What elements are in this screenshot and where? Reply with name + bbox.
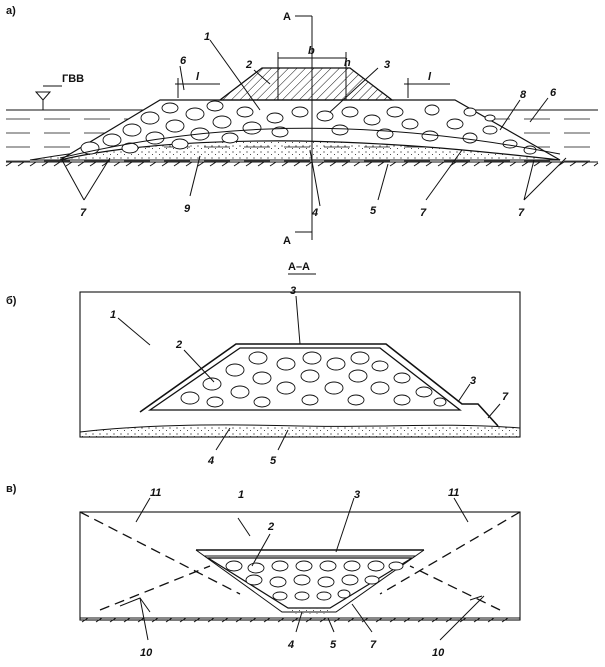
v-label-11-left: 11 <box>150 487 161 499</box>
v-dash-right-down <box>379 511 521 595</box>
b-label-3-right: 3 <box>470 375 476 387</box>
b-leader-1 <box>117 317 151 346</box>
label-2: 2 <box>245 59 252 71</box>
label-3: 3 <box>384 59 390 71</box>
panel-b-letter: б) <box>6 295 17 307</box>
label-6-left: 6 <box>180 55 187 67</box>
dim-h-label: h <box>344 57 351 69</box>
leader-6-left <box>179 65 185 91</box>
b-leader-2 <box>183 349 215 383</box>
label-9: 9 <box>184 203 191 215</box>
leader-1 <box>209 39 261 111</box>
v-sand-bed <box>288 608 330 614</box>
v-leader-2 <box>251 533 271 567</box>
leader-7-left <box>61 157 111 201</box>
leader-2 <box>253 69 271 85</box>
label-7-right: 7 <box>518 207 525 219</box>
panel-b: б) 1 2 3 3 4 <box>6 285 521 467</box>
filter-line <box>59 127 561 159</box>
b-label-7: 7 <box>502 391 509 403</box>
label-4: 4 <box>311 207 318 219</box>
v-leader-11-left <box>135 497 151 523</box>
leader-8 <box>499 99 521 131</box>
panel-a-letter: а) <box>6 5 16 17</box>
v-leader-10-right <box>439 595 485 641</box>
v-leader-10-left <box>139 597 149 641</box>
panel-a: а) <box>5 5 599 247</box>
panel-v: в) 1 2 <box>6 483 521 659</box>
dim-l-right-label: l <box>428 71 432 83</box>
section-a-top-label: А <box>283 11 291 23</box>
v-label-10-right: 10 <box>432 647 445 659</box>
v-label-5: 5 <box>330 639 337 651</box>
v-leader-7 <box>351 603 373 633</box>
label-5: 5 <box>370 205 377 217</box>
v-leader-4 <box>295 611 303 633</box>
v-label-2: 2 <box>267 521 274 533</box>
dam-crest <box>218 67 394 101</box>
v-label-1: 1 <box>238 489 244 501</box>
dim-l-left-label: l <box>196 71 200 83</box>
leader-9 <box>189 155 201 197</box>
b-leader-4 <box>215 427 231 451</box>
v-bank-right <box>469 595 483 601</box>
leader-6-right <box>529 97 549 123</box>
b-label-1: 1 <box>110 309 116 321</box>
panel-b-sand-layer <box>80 424 520 437</box>
v-label-11-right: 11 <box>448 487 459 499</box>
v-dash-right-up <box>409 565 501 611</box>
b-leader-3-right <box>457 383 471 403</box>
panel-b-stones <box>180 351 447 408</box>
v-leader-11-right <box>453 497 469 523</box>
v-label-3: 3 <box>354 489 360 501</box>
v-leader-5 <box>327 617 335 633</box>
label-6-right: 6 <box>550 87 557 99</box>
label-7-left: 7 <box>80 207 87 219</box>
panel-v-ground-hatching <box>81 617 509 623</box>
v-label-10-left: 10 <box>140 647 153 659</box>
section-title: А–А <box>288 261 310 273</box>
v-dash-left-down <box>79 511 241 595</box>
leader-7-mid <box>425 149 463 201</box>
panel-v-letter: в) <box>6 483 17 495</box>
b-leader-3-top <box>295 295 301 345</box>
v-leader-1 <box>237 517 251 537</box>
leader-3 <box>329 67 379 113</box>
b-leader-5 <box>277 429 289 451</box>
v-label-7: 7 <box>370 639 377 651</box>
b-label-5: 5 <box>270 455 277 467</box>
v-dash-left-up <box>99 565 211 611</box>
leader-7-right <box>523 157 567 201</box>
water-level-symbol <box>34 91 52 101</box>
dim-b-label: b <box>308 45 315 57</box>
b-label-3-top: 3 <box>290 285 296 297</box>
v-leader-3 <box>335 497 355 553</box>
b-label-4: 4 <box>207 455 214 467</box>
gvv-label: ГВВ <box>62 73 84 85</box>
label-8: 8 <box>520 89 527 101</box>
ground-hatching <box>5 161 599 167</box>
section-a-bottom-label: А <box>283 235 291 247</box>
label-1: 1 <box>204 31 210 43</box>
panel-b-cover-layer <box>139 343 499 427</box>
b-label-2: 2 <box>175 339 182 351</box>
leader-5 <box>377 163 389 201</box>
leader-4 <box>309 149 321 207</box>
b-leader-7 <box>487 403 501 419</box>
v-label-4: 4 <box>287 639 294 651</box>
label-7-mid: 7 <box>420 207 427 219</box>
